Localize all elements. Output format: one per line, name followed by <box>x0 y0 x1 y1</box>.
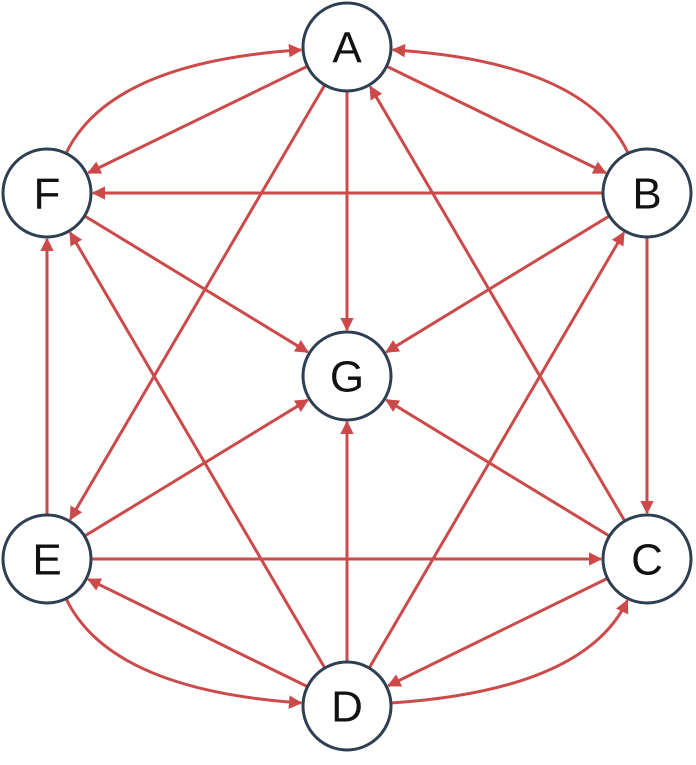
node-c: C <box>601 513 693 605</box>
node-label: F <box>34 170 61 219</box>
edge-d-to-c <box>390 599 629 705</box>
edge-f-to-g <box>83 214 309 354</box>
edge-b-to-a <box>391 43 630 154</box>
node-a: A <box>301 1 393 93</box>
node-circle <box>1 513 93 605</box>
node-circle <box>601 147 693 239</box>
edge-f-to-a <box>64 43 303 154</box>
edge-c-to-g <box>385 398 611 538</box>
node-circle <box>1 147 93 239</box>
edge-a-to-e <box>68 84 327 521</box>
node-label: E <box>32 536 61 585</box>
edge-c-to-d <box>387 577 609 688</box>
node-g: G <box>301 330 393 422</box>
node-label: C <box>631 536 663 585</box>
nodes-layer: A B C D E F G <box>1 1 693 752</box>
node-label: G <box>330 353 364 402</box>
node-label: B <box>632 170 661 219</box>
node-d: D <box>301 660 393 752</box>
edge-b-to-g <box>385 214 611 354</box>
node-circle <box>301 330 393 422</box>
node-label: D <box>331 683 363 732</box>
node-circle <box>301 660 393 752</box>
node-label: A <box>332 24 362 73</box>
edge-d-to-f <box>68 231 327 669</box>
edge-e-to-d <box>64 598 303 709</box>
node-circle <box>601 513 693 605</box>
edge-a-to-f <box>87 64 309 175</box>
node-b: B <box>601 147 693 239</box>
edge-d-to-e <box>87 577 309 688</box>
edge-c-to-a <box>368 85 627 522</box>
node-circle <box>301 1 393 93</box>
node-e: E <box>1 513 93 605</box>
edge-e-to-g <box>83 398 309 538</box>
edges-layer <box>40 43 654 709</box>
edge-a-to-b <box>385 64 607 175</box>
node-f: F <box>1 147 93 239</box>
edge-d-to-b <box>367 231 626 669</box>
